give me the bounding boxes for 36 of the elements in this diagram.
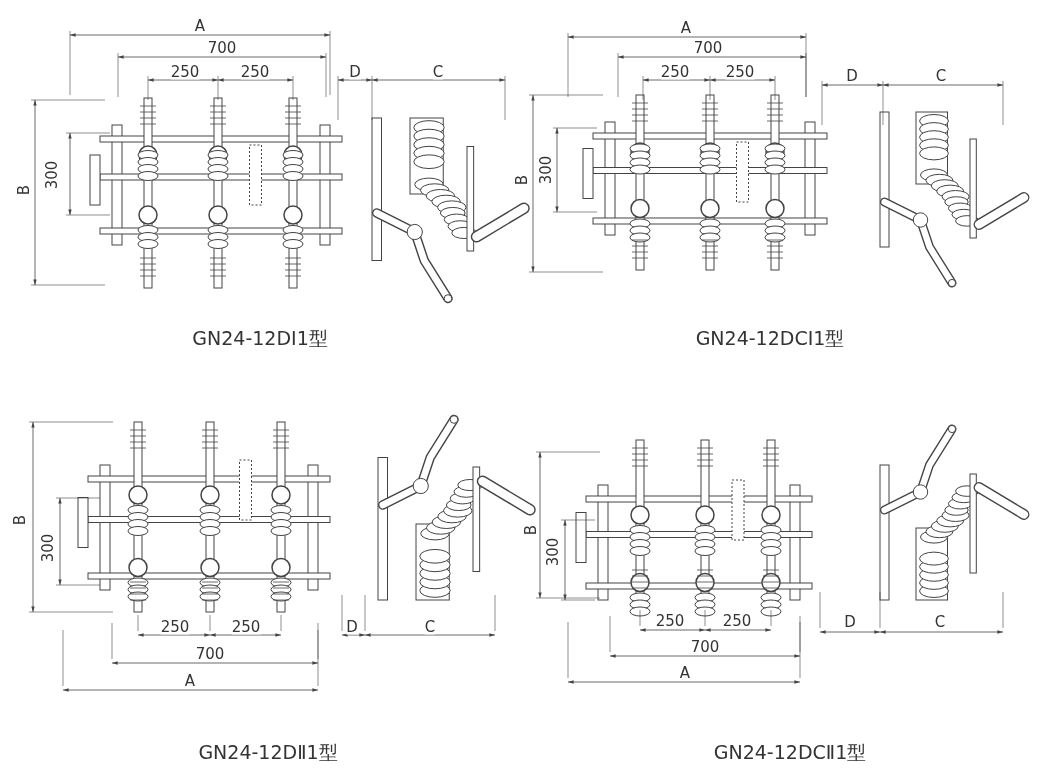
dimension-label: D — [349, 64, 361, 80]
dimension-label: 250 — [725, 64, 755, 80]
dimension-label: 700 — [690, 639, 720, 655]
dimension-label: D — [346, 619, 358, 635]
dimension-label: 250 — [231, 619, 261, 635]
dimension-label: 300 — [40, 533, 56, 563]
dimension-label: 300 — [44, 160, 60, 190]
dimension-label: 250 — [170, 64, 200, 80]
model-caption: GN24-12DⅡ1型 — [198, 742, 338, 762]
dimension-label: 300 — [538, 155, 554, 185]
model-caption: GN24-12DⅠ1型 — [192, 328, 328, 348]
dimension-label: 300 — [545, 537, 561, 567]
dimension-label: B — [523, 524, 539, 536]
dimension-label: A — [680, 20, 692, 36]
dimension-label: C — [424, 619, 436, 635]
dimension-label: 700 — [693, 40, 723, 56]
dimension-label: 250 — [160, 619, 190, 635]
dimension-label: C — [432, 64, 444, 80]
dimension-label: D — [846, 68, 858, 84]
dimension-label: 250 — [722, 613, 752, 629]
dimension-label: A — [679, 665, 691, 681]
dimension-label: B — [514, 174, 530, 186]
dimension-label: 250 — [660, 64, 690, 80]
dimension-label: D — [844, 614, 856, 630]
dimension-label: 250 — [240, 64, 270, 80]
dimension-label: 700 — [207, 40, 237, 56]
dimension-label: 700 — [195, 646, 225, 662]
model-caption: GN24-12DCⅡ1型 — [713, 742, 867, 762]
dimension-label: C — [935, 68, 947, 84]
dimension-label: A — [184, 673, 196, 689]
dimension-label: A — [194, 18, 206, 34]
model-caption: GN24-12DCⅠ1型 — [695, 328, 845, 348]
dimension-label: B — [16, 184, 32, 196]
dimension-label: 250 — [655, 613, 685, 629]
dimension-label: B — [12, 514, 28, 526]
dimension-label: C — [934, 614, 946, 630]
